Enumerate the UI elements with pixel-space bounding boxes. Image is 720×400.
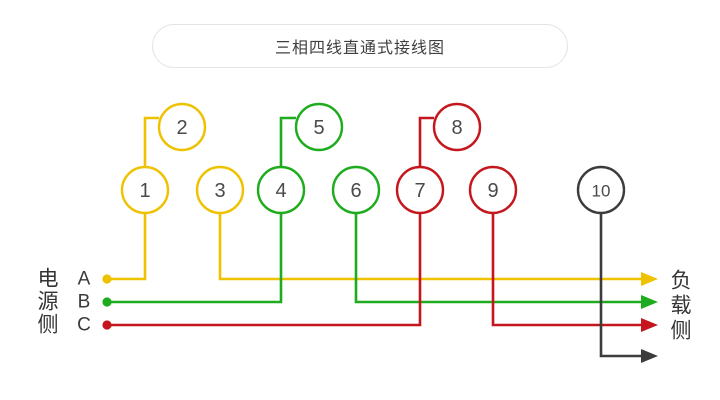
source-dots-group <box>102 274 112 330</box>
terminals-group: 1 2 3 4 5 6 7 8 9 10 <box>120 102 626 215</box>
phase-a-out <box>218 213 641 281</box>
source-dot-b <box>102 297 112 307</box>
arrow-neutral <box>641 349 658 363</box>
load-side-char-1: 负 <box>671 270 692 293</box>
terminal-circle-10 <box>576 165 626 215</box>
phase-c-bus <box>107 213 422 327</box>
bus-lines-group <box>107 213 641 358</box>
terminal-label-3: 3 <box>214 180 225 202</box>
link-1-2 <box>143 116 159 167</box>
terminal-circle-8 <box>432 102 482 152</box>
terminal-circle-1 <box>120 165 170 215</box>
phase-label-c: C <box>77 315 91 336</box>
terminal-circle-5 <box>294 102 344 152</box>
terminal-label-1: 1 <box>139 180 150 202</box>
terminal-label-9: 9 <box>487 180 498 202</box>
neutral-out <box>599 213 641 358</box>
source-dot-a <box>102 274 112 284</box>
terminal-1[interactable]: 1 <box>120 165 170 215</box>
load-side-labels: 负载侧 <box>671 270 692 343</box>
terminal-label-2: 2 <box>176 117 187 139</box>
terminal-4[interactable]: 4 <box>256 165 306 215</box>
terminal-label-4: 4 <box>275 180 286 202</box>
terminal-label-6: 6 <box>350 180 361 202</box>
terminal-label-10: 10 <box>592 182 611 201</box>
phase-b-bus <box>107 213 283 304</box>
link-7-8 <box>418 116 434 167</box>
link-4-5 <box>279 116 296 167</box>
terminal-6[interactable]: 6 <box>331 165 381 215</box>
load-side-char-2: 载 <box>671 295 692 318</box>
phase-label-a: A <box>78 269 91 290</box>
page-title: 三相四线直通式接线图 <box>274 40 445 57</box>
terminal-circle-4 <box>256 165 306 215</box>
terminal-circle-7 <box>395 165 445 215</box>
terminal-7[interactable]: 7 <box>395 165 445 215</box>
arrow-phase-b <box>641 295 658 309</box>
terminal-label-7: 7 <box>414 180 425 202</box>
terminal-5[interactable]: 5 <box>294 102 344 152</box>
terminal-label-8: 8 <box>451 117 462 139</box>
terminal-10[interactable]: 10 <box>576 165 626 215</box>
terminal-circle-9 <box>468 165 518 215</box>
source-side-char-2: 源 <box>38 291 59 314</box>
diagram-title-pill: 三相四线直通式接线图 <box>152 24 568 68</box>
terminal-label-5: 5 <box>313 117 324 139</box>
source-side-char-3: 侧 <box>38 314 59 337</box>
source-side-labels: 电源侧 ABC <box>38 268 91 337</box>
terminal-circle-3 <box>195 165 245 215</box>
load-side-char-3: 侧 <box>671 320 692 343</box>
phase-a-bus <box>107 213 147 281</box>
terminal-3[interactable]: 3 <box>195 165 245 215</box>
source-dot-c <box>102 320 112 330</box>
arrow-phase-c <box>641 318 658 332</box>
terminal-links-group <box>143 116 434 167</box>
arrowheads-group <box>641 272 658 363</box>
phase-b-out <box>354 213 641 304</box>
terminal-circle-2 <box>157 102 207 152</box>
phase-c-out <box>491 213 641 327</box>
terminal-circle-6 <box>331 165 381 215</box>
terminal-2[interactable]: 2 <box>157 102 207 152</box>
terminal-8[interactable]: 8 <box>432 102 482 152</box>
arrow-phase-a <box>641 272 658 286</box>
phase-label-b: B <box>78 292 91 313</box>
terminal-9[interactable]: 9 <box>468 165 518 215</box>
source-side-char-1: 电 <box>38 268 59 291</box>
